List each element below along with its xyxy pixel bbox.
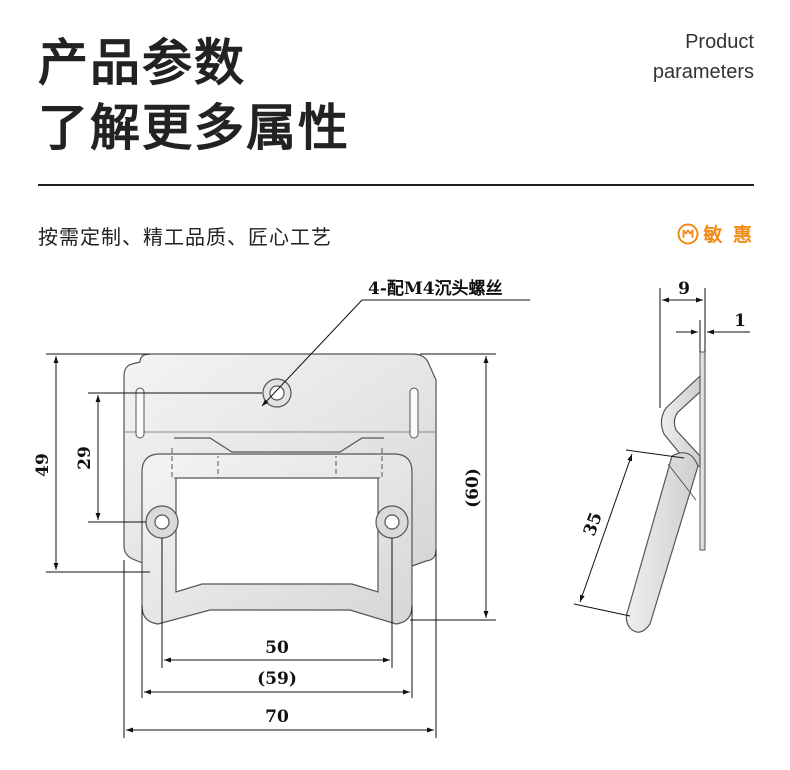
page-title-line-1: 产品参数 xyxy=(38,34,246,92)
right-slot xyxy=(409,387,419,439)
dim-hole-spacing-vertical: 29 xyxy=(75,446,95,470)
dim-thickness: 1 xyxy=(734,311,746,331)
english-subtitle-line-1: Product xyxy=(685,31,754,53)
side-plate xyxy=(699,351,706,551)
brand-logo-icon xyxy=(677,223,699,244)
side-handle xyxy=(625,452,699,633)
side-dimensions xyxy=(573,288,750,617)
dim-handle-width: (59) xyxy=(257,669,297,689)
dim-width-total: 70 xyxy=(265,707,289,727)
dim-handle-length: 35 xyxy=(580,510,607,539)
page-title-line-2: 了解更多属性 xyxy=(38,99,350,157)
right-screw-hole-inner xyxy=(384,514,400,530)
header-divider xyxy=(38,184,754,186)
side-view xyxy=(625,351,706,633)
dim-height-total: 49 xyxy=(33,453,53,477)
callout: 4-配M4沉头螺丝 xyxy=(261,278,530,407)
dim-height-with-handle: (60) xyxy=(463,468,483,508)
hinge-hidden-lines xyxy=(171,448,383,479)
side-handle-detail xyxy=(667,463,697,501)
front-view xyxy=(123,353,437,625)
technical-drawing: 4-配M4沉头螺丝 49 29 (60) 50 (59) 70 xyxy=(33,278,750,738)
center-bracket xyxy=(174,437,384,453)
english-subtitle-line-2: parameters xyxy=(652,61,754,83)
top-screw-hole-inner xyxy=(269,385,285,401)
brand-logo: 敏 惠 xyxy=(677,220,754,247)
left-slot xyxy=(135,387,145,439)
left-screw-hole-inner xyxy=(154,514,170,530)
front-dimensions xyxy=(46,353,496,738)
tagline: 按需定制、精工品质、匠心工艺 xyxy=(38,225,332,249)
callout-text: 4-配M4沉头螺丝 xyxy=(368,278,503,299)
handle-inner-opening xyxy=(175,477,379,593)
brand-name: 敏 惠 xyxy=(703,224,754,246)
dim-hole-spacing: 50 xyxy=(265,638,289,658)
side-bracket xyxy=(660,374,701,467)
dim-depth: 9 xyxy=(678,279,690,299)
